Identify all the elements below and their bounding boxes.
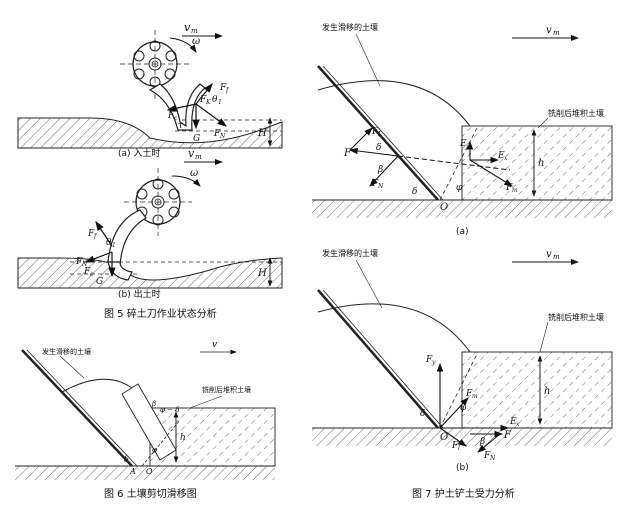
fig6-panel: h 发生滑移的土壤 铣削后堆积土壤 v β φ − δ δ A O φ [15,340,276,480]
label-O: O [440,432,448,443]
label-vm_sub: m [553,253,560,261]
label-FL: F [371,127,379,137]
label-Fc: F [83,267,91,277]
label-Fl: F [451,441,459,451]
label-theta: θ [106,238,112,248]
label-FN: F [371,179,379,189]
fig7a-label-after: 铣削后堆积土壤 [548,108,604,118]
label-theta_sub: 1 [218,99,222,106]
label-FN_sub: N [489,455,496,462]
label-h: h [538,158,544,169]
fig5b-panel: H ω v m F f θ 1 F N F c G [17,147,283,300]
fig5a-omega: ω [192,36,200,47]
fig5-caption: 图 5 碎土刀作业状态分析 [104,307,217,320]
label-v: v [212,340,217,350]
label-h: h [180,433,186,443]
fig6-label-after: 铣削后堆积土壤 [202,385,251,394]
label-Fc_sub: c [174,115,178,122]
fig7a-subcaption: (a) [456,227,469,237]
fig7b-label-after: 铣削后堆积土壤 [548,312,604,322]
label-Ff_sub: f [225,87,230,94]
label-Ex_sub: x [504,155,508,162]
label-phi: φ [152,446,157,454]
label-vm_sub: m [195,153,202,161]
fig5b-soil [17,257,283,289]
label-FN: F [213,129,221,139]
label-Fc_sub: c [90,271,94,278]
label-beta: β [151,400,156,408]
fig5a-soil [17,117,283,149]
label-phi: φ [460,403,467,413]
fig5b-subcaption: (b) 出土时 [118,288,161,300]
label-Fy: F [425,355,433,365]
label-F: F [503,430,512,441]
label-theta_sub: 1 [112,242,116,249]
label-beta: β [479,437,485,447]
label-beta: β [377,165,383,175]
label-tau: τ [178,121,184,131]
label-FN_sub: N [377,183,384,190]
fig7b-panel: h v m 发生滑移的土壤 铣削后堆积土壤 F y F m φ δ O F l … [312,248,613,473]
fig7a-panel: h v m 发生滑移的土壤 铣削后堆积土壤 F F L δ β F N δ O … [312,22,613,237]
label-pd: φ − δ [160,406,179,414]
label-FN_sub: N [81,261,88,268]
label-delta: δ [124,455,129,464]
label-delta: δ [420,409,425,419]
label-G: G [193,134,200,144]
label-delta: δ [412,187,417,197]
label-Ex: E [497,151,505,161]
label-O: O [146,467,153,476]
label-Fm_sub: m [512,187,518,194]
label-Fk: F [199,95,207,105]
label-Fy_sub: y [431,359,436,366]
label-Fc: F [167,111,175,121]
label-Fl_sub: l [458,445,460,452]
label-vm: v [188,147,195,160]
fig6-label-slip: 发生滑移的土壤 [42,347,91,356]
label-Ff: F [87,229,95,239]
label-Ey_sub: y [465,143,470,150]
label-Fm_sub: m [472,393,478,400]
label-vm: v [546,249,552,260]
label-H: H [257,268,267,279]
label-O: O [440,202,448,213]
fig5a-panel: H ω v m F K θ 1 F [17,21,283,159]
fig6-caption: 图 6 土壤剪切滑移图 [104,487,197,500]
label-Ex_sub: x [516,421,520,428]
label-Ff: F [219,83,227,93]
label-h: h [544,386,550,397]
label-FN: F [75,257,83,267]
label-Ex: E [509,417,517,427]
label-Fk_sub: K [205,99,211,106]
label-FN: F [483,451,491,461]
fig7a-label-slip: 发生滑移的土壤 [322,22,378,32]
fig7b-label-slip: 发生滑移的土壤 [322,248,378,258]
label-FN_sub: N [219,133,226,140]
label-omega: ω [190,168,198,179]
label-vm_sub: m [191,27,198,35]
label-Ff_sub: f [93,233,98,240]
label-delta: δ [376,143,381,153]
label-FL_sub: L [377,131,382,138]
fig7-caption: 图 7 护土铲土受力分析 [412,487,515,500]
label-A: A [129,467,136,476]
fig5b-blade [107,209,147,267]
label-vm_sub: m [553,29,560,37]
label-vm: v [184,21,191,34]
label-F: F [343,148,352,159]
fig5a-H: H [257,128,267,139]
label-vm: v [546,25,552,36]
fig5b-rotor [124,168,192,236]
label-Fm: F [465,389,473,399]
label-Ey: E [459,139,467,149]
label-phi: φ [456,183,463,193]
fig7b-subcaption: (b) [456,463,469,473]
fig5a-subcaption: (a) 入土时 [118,147,160,159]
label-Fm: F [505,183,513,193]
label-G: G [96,277,103,287]
label-theta: θ [212,95,218,105]
